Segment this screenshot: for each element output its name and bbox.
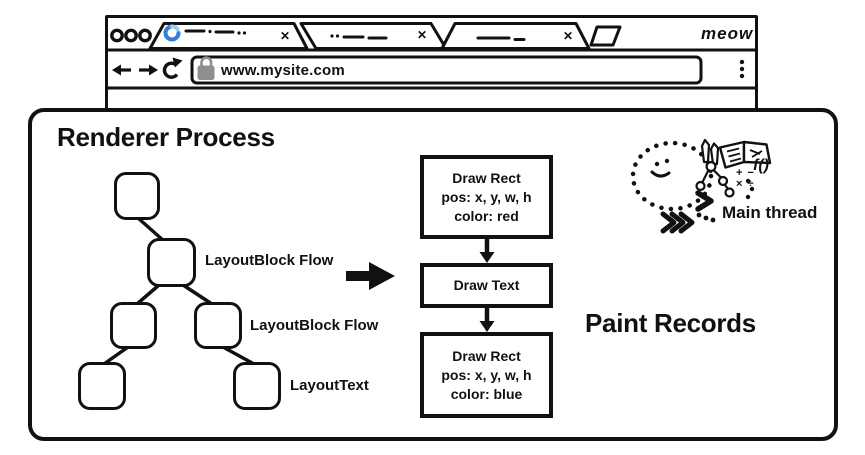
paint-box-line: Draw Text xyxy=(453,277,520,293)
tree-label-layoutblock-flow-2: LayoutBlock Flow xyxy=(250,317,379,334)
layout-tree-node-root xyxy=(114,172,160,220)
layout-tree-node-block2 xyxy=(194,302,242,349)
paint-box-draw-rect-red: Draw Rect pos: x, y, w, h color: red xyxy=(420,155,553,239)
layout-tree-node-leaf-left xyxy=(78,362,126,410)
tree-label-layouttext: LayoutText xyxy=(290,377,369,394)
layout-tree-node-block1 xyxy=(147,238,196,287)
tab-1-close-icon[interactable]: ✕ xyxy=(279,29,291,43)
tab-3-close-icon[interactable]: ✕ xyxy=(562,29,574,43)
main-thread-label: Main thread xyxy=(722,203,818,222)
renderer-process-title: Renderer Process xyxy=(57,122,275,152)
brand-meow: meow xyxy=(701,24,754,43)
paint-box-draw-text: Draw Text xyxy=(420,263,553,308)
layout-tree-node-child-left xyxy=(110,302,157,349)
function-icon: f() xyxy=(753,157,769,174)
browser-window xyxy=(105,15,758,115)
paint-box-line: color: blue xyxy=(450,385,523,402)
paint-box-line: pos: x, y, w, h xyxy=(441,366,532,383)
paint-box-line: color: red xyxy=(454,207,519,224)
paint-box-draw-rect-blue: Draw Rect pos: x, y, w, h color: blue xyxy=(420,332,553,418)
url-text: www.mysite.com xyxy=(221,62,345,79)
tree-label-layoutblock-flow-1: LayoutBlock Flow xyxy=(205,252,334,269)
paint-box-line: pos: x, y, w, h xyxy=(441,188,532,205)
paint-records-title: Paint Records xyxy=(585,308,756,338)
layout-tree-node-layouttext xyxy=(233,362,281,410)
math-plus-minus-icon: + − xyxy=(736,167,755,179)
tab-2-close-icon[interactable]: ✕ xyxy=(416,28,428,42)
math-times-divide-icon: × ÷ xyxy=(736,178,755,190)
paint-box-line: Draw Rect xyxy=(452,347,521,364)
paint-box-line: Draw Rect xyxy=(452,169,521,186)
